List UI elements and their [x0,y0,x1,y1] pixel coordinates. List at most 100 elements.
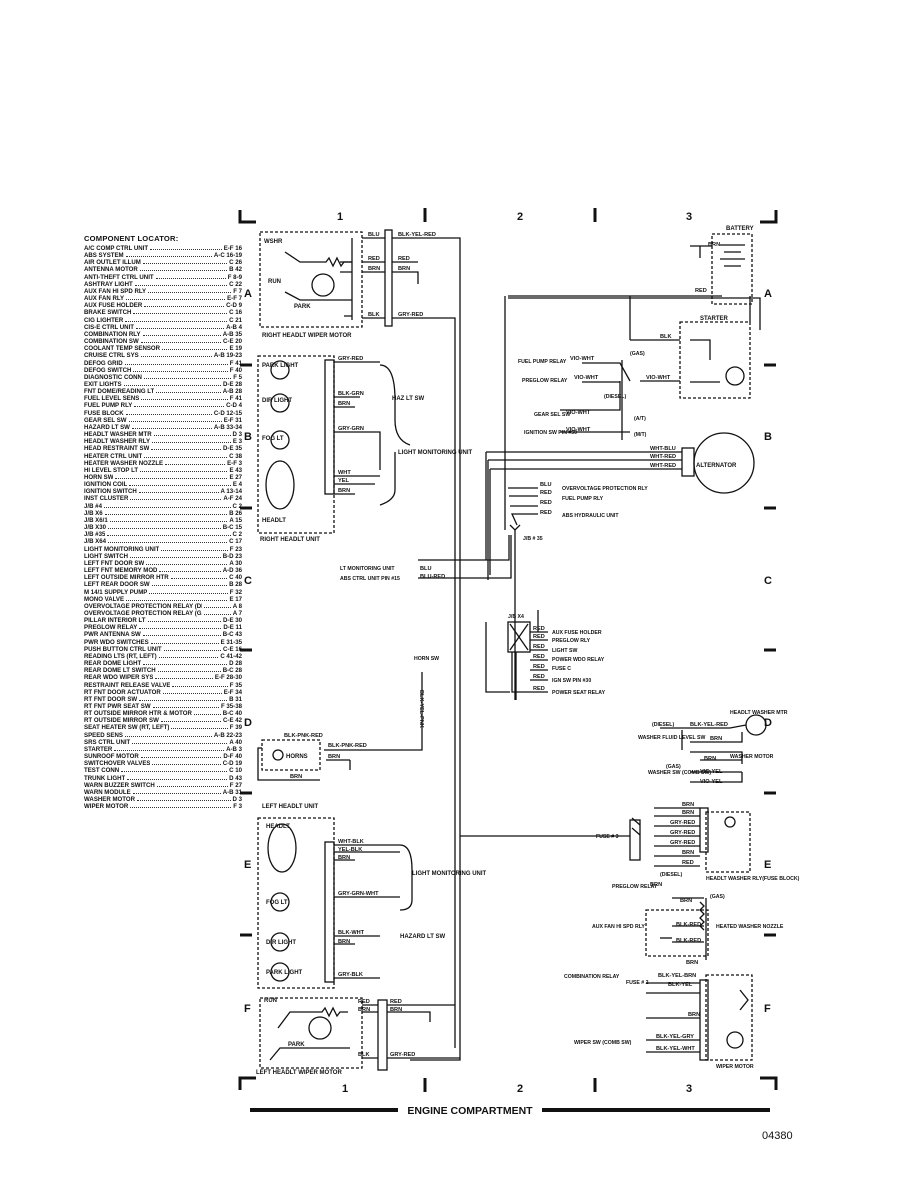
wire-blk-starter: BLK [660,334,672,340]
locator-ref: C 21 [229,316,242,324]
locator-name: LEFT OUTSIDE MIRROR HTR [84,574,169,582]
locator-ref: C-D 4 [226,402,242,410]
row-e-right: E [764,859,771,871]
locator-row: REAR WDO WIPER SYS E-F 28-30 [84,674,242,681]
locator-ref: E 19 [229,345,242,353]
label-power-wdo-relay: POWER WDO RELAY [552,657,605,663]
wire-blk-pnk-red-1: BLK-PNK-RED [284,733,323,739]
footer-title: ENGINE COMPARTMENT [407,1105,533,1117]
wire-blk-yel-gry: BLK-YEL-GRY [656,1034,694,1040]
wire-blu-red: BLU-RED [420,574,445,580]
wire-brn-1: BRN [368,266,380,272]
locator-ref: D-E 11 [223,624,242,632]
locator-leader [156,392,221,394]
locator-ref: E-F 28-30 [214,674,242,682]
col-1-bottom: 1 [342,1083,348,1095]
locator-leader [170,578,228,580]
locator-leader [143,664,228,666]
locator-name: RT OUTSIDE MIRROR HTR & MOTOR [84,710,192,718]
locator-ref: C-E 42 [223,717,242,725]
label-battery: BATTERY [726,226,754,232]
row-a-left: A [244,288,252,300]
locator-leader [125,256,212,258]
lmu-bracket-upper [379,364,411,446]
label-left-headlt-unit: LEFT HEADLT UNIT [262,804,319,810]
locator-name: ANTI-THEFT CTRL UNIT [84,273,154,281]
label-gear-sel-sw: GEAR SEL SW [534,412,570,418]
locator-name: DEFOG GRID [84,359,123,367]
locator-leader [142,635,221,637]
locator-name: WIPER MOTOR [84,803,129,811]
locator-ref: D 43 [229,774,242,782]
locator-ref: D 28 [229,660,242,668]
locator-leader [204,613,231,615]
locator-leader [140,342,222,344]
locator-leader [142,263,228,265]
locator-title: COMPONENT LOCATOR: [84,234,179,243]
locator-leader [136,327,225,329]
label-aux-fuse-holder: AUX FUSE HOLDER [552,630,602,636]
locator-name: IGNITION COIL [84,481,128,489]
label-fuse2: FUSE # 2 [626,980,649,986]
wire-brn-horn: BRN [328,754,340,760]
locator-name: WARN BUZZER SWITCH [84,781,155,789]
locator-name: EXIT LIGHTS [84,380,122,388]
locator-ref: A-B 28 [222,388,242,396]
battery [508,233,753,305]
locator-ref: F 39 [229,724,242,732]
locator-leader [161,549,228,551]
locator-name: AUX FAN RLY [84,295,125,303]
locator-leader [139,270,228,272]
locator-name: COMBINATION SW [84,338,139,346]
locator-ref: A 40 [229,738,242,746]
locator-name: HORN SW [84,474,114,481]
locator-ref: D 3 [232,796,242,804]
label-headlt-washer-mtr: HEADLT WASHER MTR [730,710,788,716]
locator-leader [134,406,225,408]
wire-brn-3: BRN [338,401,350,407]
locator-ref: C 22 [229,280,242,288]
locator-name: RT FNT DOOR ACTUATOR [84,688,161,696]
locator-ref: D 3 [232,431,242,439]
wire-red-x4-1: RED [533,626,545,632]
locator-name: PUSH BUTTON CTRL UNIT [84,645,162,653]
locator-name: REAR WDO WIPER SYS [84,674,154,682]
label-abs-hydraulic: ABS HYDRAULIC UNIT [562,513,619,519]
locator-row: ANTI-THEFT CTRL UNIT F 8-9 [84,274,242,281]
wire-gry-grn: GRY-GRN [338,426,364,432]
label-diesel-3: (DIESEL) [660,872,682,878]
locator-leader [126,299,226,301]
label-preglow-relay-2: PREGLOW RELAY [612,884,658,890]
left-headlt-unit [257,817,413,989]
row-b-left: B [244,431,252,443]
locator-leader [123,384,222,386]
figure-id: 04380 [762,1130,793,1142]
locator-name: IGNITION SWITCH [84,488,137,496]
locator-ref: B 42 [229,266,242,274]
locator-ref: A 7 [232,609,242,617]
locator-ref: E 17 [229,595,242,603]
locator-name: PILLAR INTERIOR LT [84,617,146,625]
locator-ref: E 31-35 [220,638,242,646]
locator-ref: F 8-9 [227,273,242,281]
locator-name: HI LEVEL STOP LT [84,466,139,474]
wire-blu-1: BLU [368,232,380,238]
locator-ref: A-B 19-23 [213,352,242,360]
locator-leader [204,606,231,608]
label-diesel-2: (DIESEL) [652,722,674,728]
